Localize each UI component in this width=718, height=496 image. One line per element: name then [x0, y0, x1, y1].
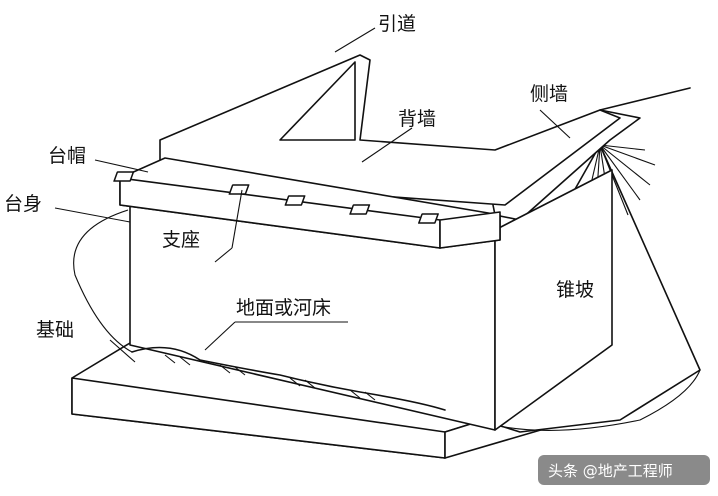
bearing-4: [349, 204, 371, 215]
label-cap: 台帽: [48, 145, 86, 167]
watermark-text: 头条 @地产工程师: [548, 462, 673, 480]
label-cone-slope: 锥坡: [556, 279, 594, 301]
label-body: 台身: [4, 193, 42, 215]
left-cone-slope: [73, 209, 133, 353]
ground-line: [131, 346, 446, 411]
bearings: [113, 171, 439, 224]
abutment-cap: [119, 157, 501, 249]
label-approach: 引道: [378, 13, 416, 35]
bearing-5: [417, 213, 439, 224]
label-side-wall: 侧墙: [530, 83, 568, 105]
label-foundation: 基础: [36, 319, 74, 341]
leader-lines: [54, 27, 571, 363]
label-ground: 地面或河床: [236, 297, 331, 319]
watermark: 头条 @地产工程师: [538, 455, 710, 485]
bearing-2: [228, 184, 250, 195]
bearing-3: [284, 195, 306, 206]
bearing-1: [113, 171, 135, 182]
label-back-wall: 背墙: [398, 108, 436, 130]
label-bearing: 支座: [162, 229, 200, 251]
watermark-background: [538, 455, 710, 485]
